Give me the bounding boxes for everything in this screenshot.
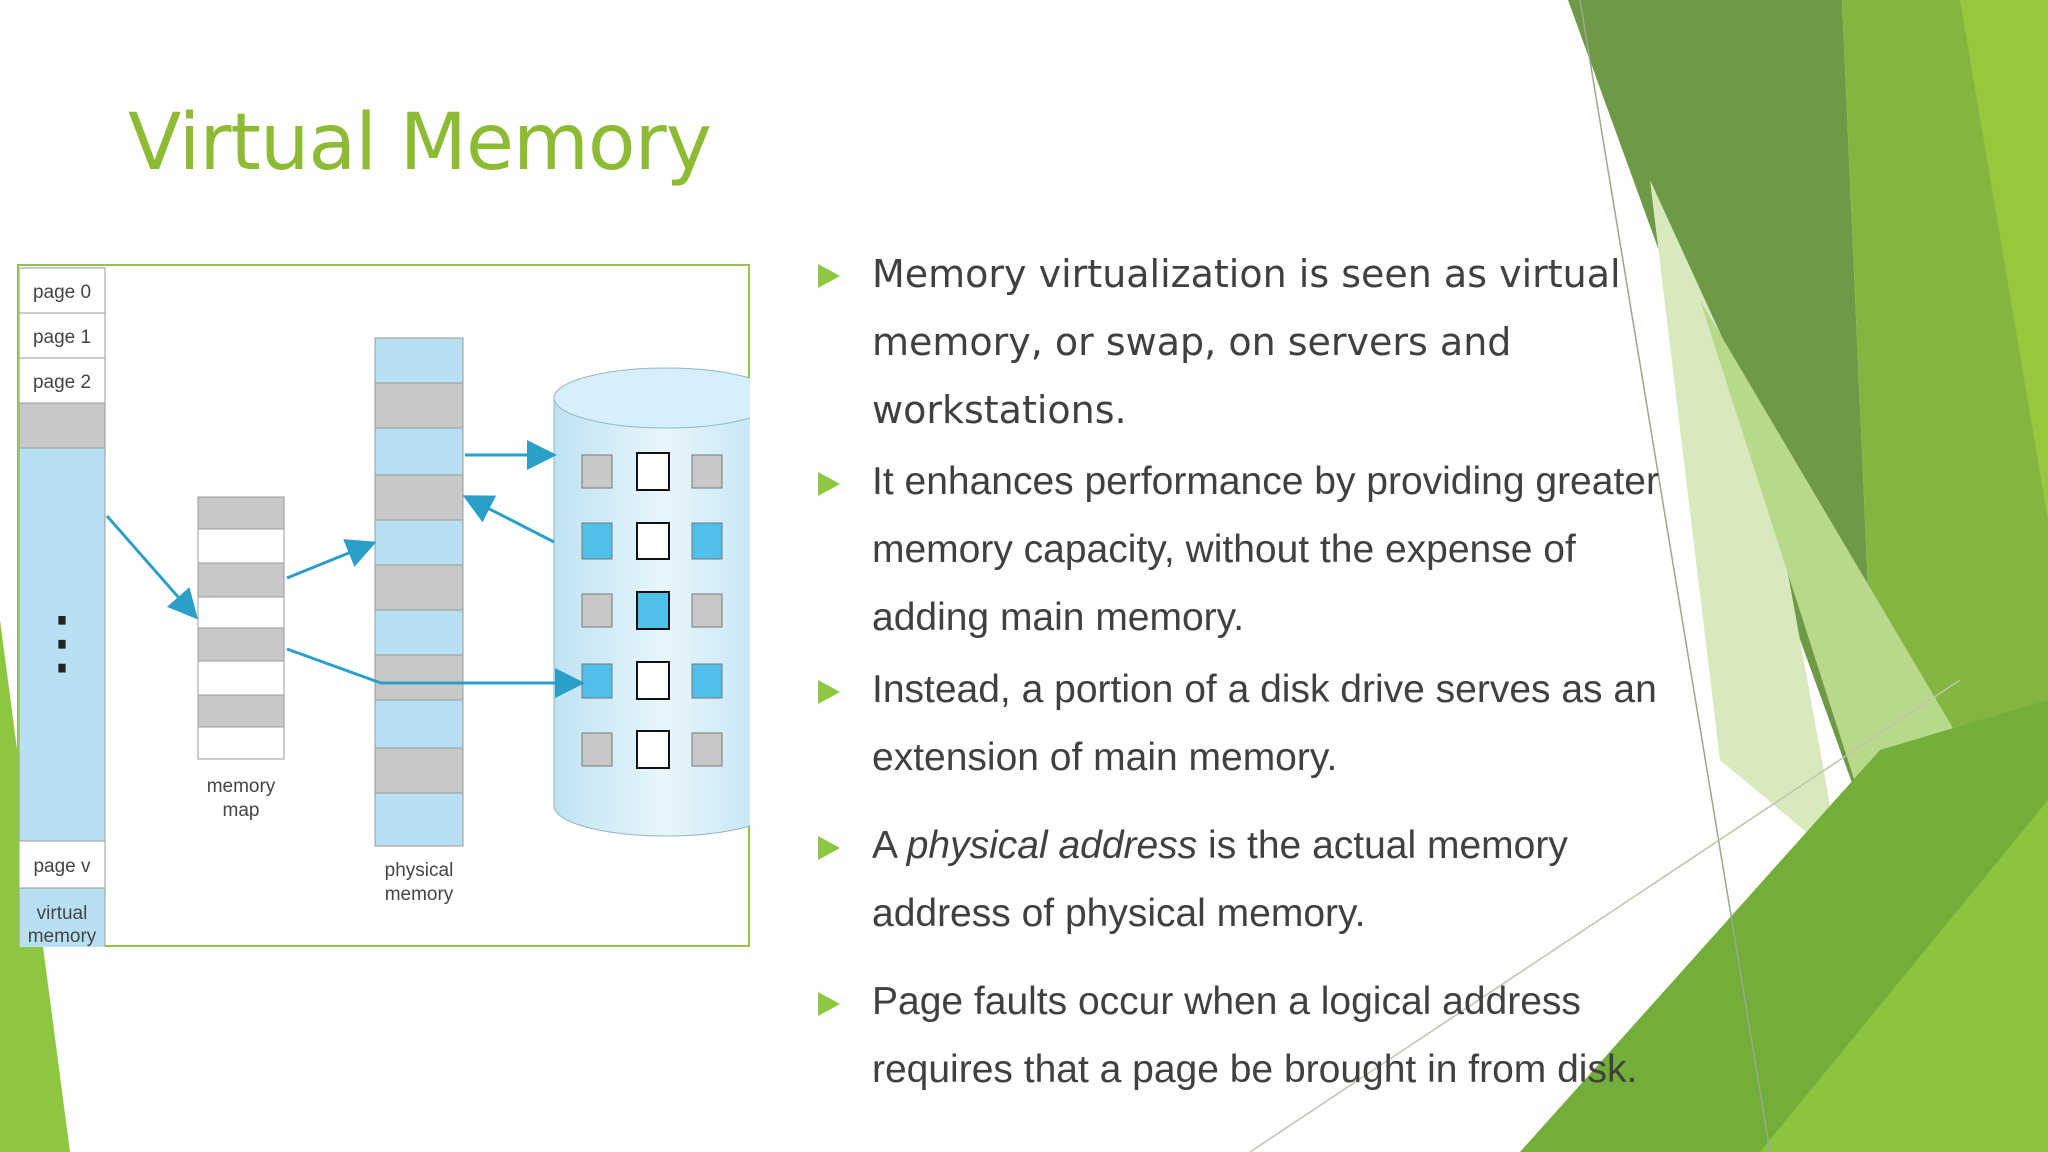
bullet-arrow-icon: [818, 264, 840, 288]
arrow-disk-to-physical: [462, 495, 555, 544]
map-label-line1: memory: [207, 776, 276, 797]
frame-cell: [374, 747, 464, 794]
disk-block: [691, 663, 723, 699]
page-cell: [19, 267, 106, 314]
disk-block: [691, 454, 723, 489]
arrow-map-to-physical: [286, 539, 377, 580]
page-1-label: page 1: [33, 327, 91, 348]
map-cell: [197, 562, 285, 598]
mapping-arrows: [105, 440, 585, 698]
bullet-text: Memory virtualization is seen as virtual…: [872, 252, 1621, 432]
map-cell: [197, 694, 285, 728]
bg-shape-lime: [1960, 0, 2048, 520]
bullet-text: A physical address is the actual memory …: [872, 824, 1568, 935]
slide-title: Virtual Memory: [128, 98, 712, 188]
ellipsis: ⋮: [27, 601, 97, 683]
map-cell: [197, 496, 285, 530]
page-cell: [19, 402, 106, 449]
bullet-arrow-icon: [818, 992, 840, 1016]
physical-label-line2: memory: [385, 884, 454, 905]
bullet-arrow-icon: [818, 472, 840, 496]
disk-cylinder-icon: [553, 367, 750, 837]
virtual-label-line1: virtual: [37, 903, 88, 924]
disk-block: [581, 663, 613, 699]
bg-shape-light: [1700, 300, 1960, 860]
map-label-line2: map: [223, 800, 260, 821]
disk-block: [691, 593, 723, 628]
disk-block: [691, 522, 723, 560]
frame-cell: [374, 564, 464, 611]
disk-block: [581, 522, 613, 560]
virtual-memory-column: page 0 page 1 page 2 ⋮ page v virtual me…: [19, 267, 106, 947]
disk-block: [636, 730, 670, 769]
map-cell: [197, 660, 285, 696]
physical-label-line1: physical: [385, 860, 454, 881]
frame-cell: [374, 382, 464, 429]
page-2-label: page 2: [33, 372, 91, 393]
frame-cell: [374, 654, 464, 701]
frame-cell: [374, 474, 464, 521]
disk-block: [636, 591, 670, 630]
emphasis-term: physical address: [906, 824, 1198, 867]
memory-map-column: memory map: [197, 496, 285, 821]
page-0-label: page 0: [33, 282, 91, 303]
disk-block: [636, 452, 670, 491]
map-cell: [197, 596, 285, 629]
bullet-text: Instead, a portion of a disk drive serve…: [872, 668, 1657, 779]
bg-shape-pale: [1650, 180, 1840, 860]
page-v-label: page v: [33, 856, 91, 877]
map-cell: [197, 627, 285, 662]
bg-thin-line-1: [1579, 0, 1771, 1152]
physical-memory-column: physical memory: [374, 337, 464, 905]
disk-block: [636, 522, 670, 560]
arrow-virtual-to-map: [105, 515, 198, 620]
disk-block: [581, 454, 613, 489]
disk-block: [691, 732, 723, 767]
map-cell: [197, 726, 285, 760]
virtual-label-line2: memory: [28, 926, 97, 947]
disk-top: [553, 367, 750, 429]
virtual-memory-diagram: page 0 page 1 page 2 ⋮ page v virtual me…: [17, 264, 750, 947]
disk-block: [581, 732, 613, 767]
page-cell: [19, 840, 106, 889]
bullet-text: Page faults occur when a logical address…: [872, 980, 1638, 1091]
disk-block: [581, 593, 613, 628]
bullet-arrow-icon: [818, 836, 840, 860]
bullet-text: It enhances performance by providing gre…: [872, 460, 1659, 639]
bg-shape-bottom-bright: [1760, 800, 2048, 1152]
bg-thin-line-2: [1249, 679, 1961, 1152]
bullet-arrow-icon: [818, 680, 840, 704]
map-cell: [197, 528, 285, 564]
disk-block: [636, 661, 670, 700]
arrow-map-to-disk: [286, 647, 585, 698]
